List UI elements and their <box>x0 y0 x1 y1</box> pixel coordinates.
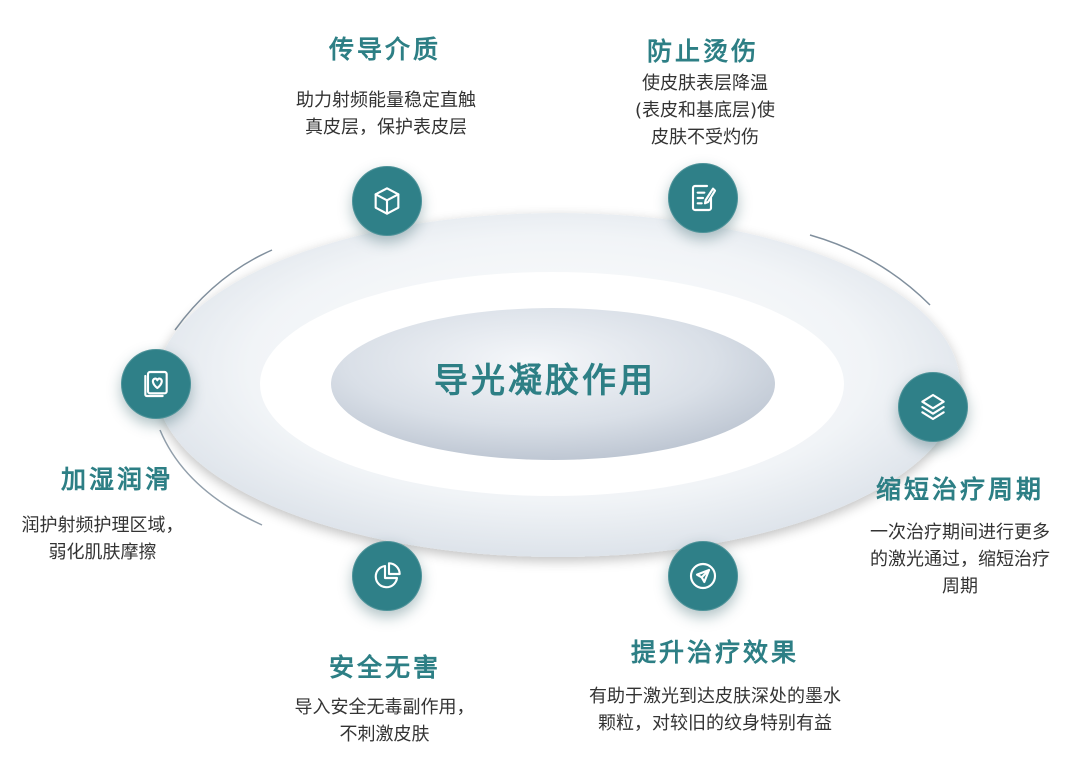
title-moisture: 加湿润滑 <box>60 465 173 494</box>
document-edit-icon <box>668 163 738 233</box>
ring-accent-top-left <box>174 249 273 331</box>
ring-accent-bottom-left <box>159 429 263 526</box>
title-safe: 安全无害 <box>328 653 441 682</box>
desc-burn: 使皮肤表层降温 (表皮和基底层)使 皮肤不受灼伤 <box>590 70 820 151</box>
desc-shorten: 一次治疗期间进行更多 的激光通过，缩短治疗 周期 <box>845 519 1075 600</box>
desc-line: 使皮肤表层降温 <box>642 73 768 94</box>
center-title: 导光凝胶作用 <box>434 361 656 401</box>
desc-line: 周期 <box>942 576 978 597</box>
desc-safe: 导入安全无毒副作用， 不刺激皮肤 <box>262 694 507 748</box>
desc-line: 助力射频能量稳定直触 <box>296 90 476 111</box>
title-effect: 提升治疗效果 <box>630 638 799 667</box>
desc-line: 一次治疗期间进行更多 <box>870 522 1050 543</box>
cube-icon <box>352 166 422 236</box>
title-shorten: 缩短治疗周期 <box>875 475 1044 504</box>
inner-core <box>331 308 775 460</box>
pie-chart-icon <box>352 541 422 611</box>
desc-line: (表皮和基底层)使 <box>634 100 776 121</box>
layers-icon <box>898 372 968 442</box>
desc-conduction: 助力射频能量稳定直触 真皮层，保护表皮层 <box>255 87 517 141</box>
desc-effect: 有助于激光到达皮肤深处的墨水 颗粒，对较旧的纹身特别有益 <box>550 683 880 737</box>
desc-line: 润护射频护理区域， <box>21 515 184 536</box>
desc-line: 颗粒，对较旧的纹身特别有益 <box>598 713 832 734</box>
ring-accent-top-right <box>809 234 931 306</box>
desc-line: 不刺激皮肤 <box>339 724 430 745</box>
title-burn: 防止烫伤 <box>646 37 759 66</box>
desc-line: 弱化肌肤摩擦 <box>48 542 157 563</box>
desc-line: 有助于激光到达皮肤深处的墨水 <box>589 686 841 707</box>
desc-line: 皮肤不受灼伤 <box>651 127 759 148</box>
desc-moisture: 润护射频护理区域， 弱化肌肤摩擦 <box>0 512 205 566</box>
send-icon <box>668 541 738 611</box>
title-conduction: 传导介质 <box>328 35 441 64</box>
desc-line: 导入安全无毒副作用， <box>294 697 475 718</box>
heart-card-icon <box>121 349 191 419</box>
desc-line: 真皮层，保护表皮层 <box>305 117 467 138</box>
desc-line: 的激光通过，缩短治疗 <box>870 549 1050 570</box>
